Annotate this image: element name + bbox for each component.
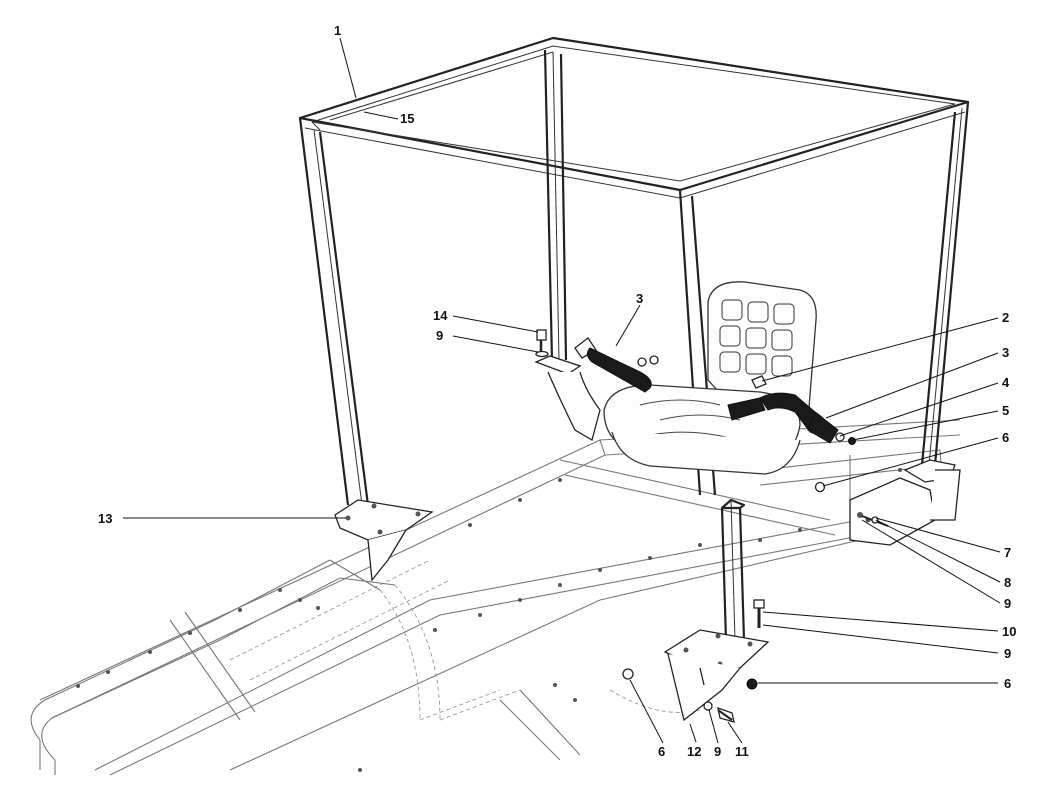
callout-15: 15 [400,111,414,126]
canopy-frame [298,36,970,641]
vehicle-chassis-frame [30,419,961,776]
callout-6: 6 [1002,430,1009,445]
callout-labels: 1 15 14 9 3 13 2 3 4 5 6 7 8 9 10 9 6 6 … [98,23,1016,759]
seat-belts [574,337,839,444]
callout-4: 4 [1002,375,1010,390]
callout-13: 13 [98,511,112,526]
callout-9: 9 [1004,646,1011,661]
callout-2: 2 [1002,310,1009,325]
callout-9: 9 [714,744,721,759]
hardware [535,329,889,723]
callout-5: 5 [1002,403,1009,418]
operator-seat [603,281,817,475]
callout-3: 3 [1002,345,1009,360]
callout-leaders [123,37,1001,744]
callout-10: 10 [1002,624,1016,639]
mounting-brackets [334,355,961,722]
callout-7: 7 [1004,545,1011,560]
callout-1: 1 [334,23,341,38]
callout-11: 11 [735,744,749,759]
callout-14: 14 [433,308,448,323]
callout-8: 8 [1004,575,1011,590]
callout-9: 9 [436,328,443,343]
callout-9: 9 [1004,596,1011,611]
callout-6: 6 [1004,676,1011,691]
callout-3: 3 [636,291,643,306]
callout-12: 12 [687,744,701,759]
callout-6: 6 [658,744,665,759]
